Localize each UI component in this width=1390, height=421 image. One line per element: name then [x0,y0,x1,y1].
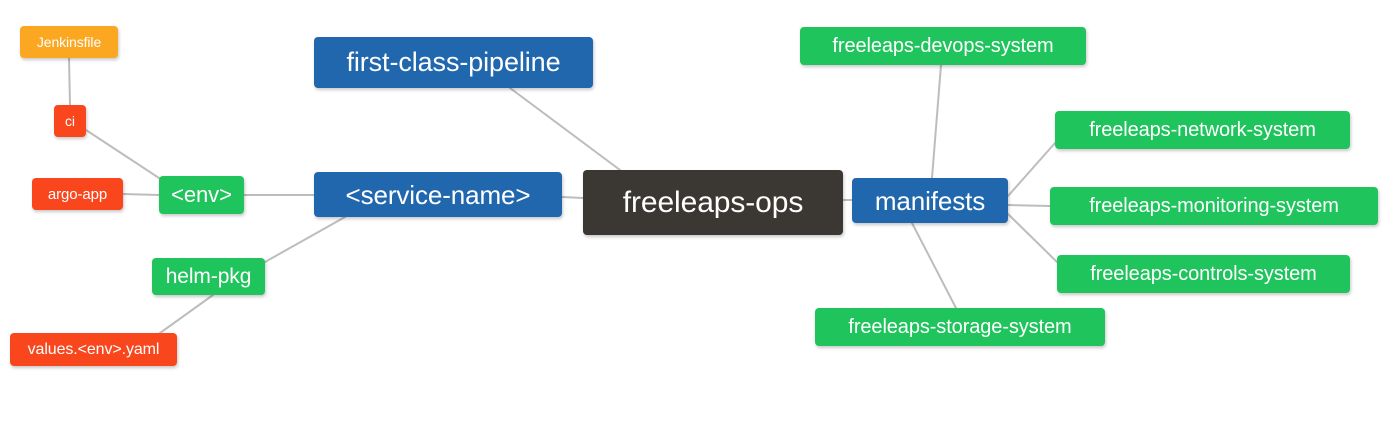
node-first-class-pipeline[interactable]: first-class-pipeline [314,37,593,88]
node-manifests[interactable]: manifests [852,178,1008,223]
node-freeleaps-storage-system[interactable]: freeleaps-storage-system [815,308,1105,346]
edge-values-helm-pkg [159,294,214,334]
node-freeleaps-ops[interactable]: freeleaps-ops [583,170,843,235]
edge-manifests-devops [931,64,942,179]
edge-jenkinsfile-ci [68,57,71,106]
edge-manifests-monitoring [1007,204,1051,207]
edge-ci-env [85,129,163,181]
node-jenkinsfile[interactable]: Jenkinsfile [20,26,118,58]
edge-manifests-controls [1007,213,1058,263]
edge-service-name-ops [561,196,584,199]
node-freeleaps-devops-system[interactable]: freeleaps-devops-system [800,27,1086,65]
node-service-name[interactable]: <service-name> [314,172,562,217]
node-env[interactable]: <env> [159,176,244,214]
edge-first-class-pipeline-ops [509,87,621,171]
edge-manifests-network [1007,142,1056,197]
node-freeleaps-network-system[interactable]: freeleaps-network-system [1055,111,1350,149]
node-ci[interactable]: ci [54,105,86,137]
node-argo-app[interactable]: argo-app [32,178,123,210]
edge-helm-pkg-service-name [264,216,346,263]
node-freeleaps-monitoring-system[interactable]: freeleaps-monitoring-system [1050,187,1378,225]
node-values-yaml[interactable]: values.<env>.yaml [10,333,177,366]
edge-argo-app-env [122,193,160,196]
edge-manifests-storage [911,222,957,309]
node-helm-pkg[interactable]: helm-pkg [152,258,265,295]
node-freeleaps-controls-system[interactable]: freeleaps-controls-system [1057,255,1350,293]
